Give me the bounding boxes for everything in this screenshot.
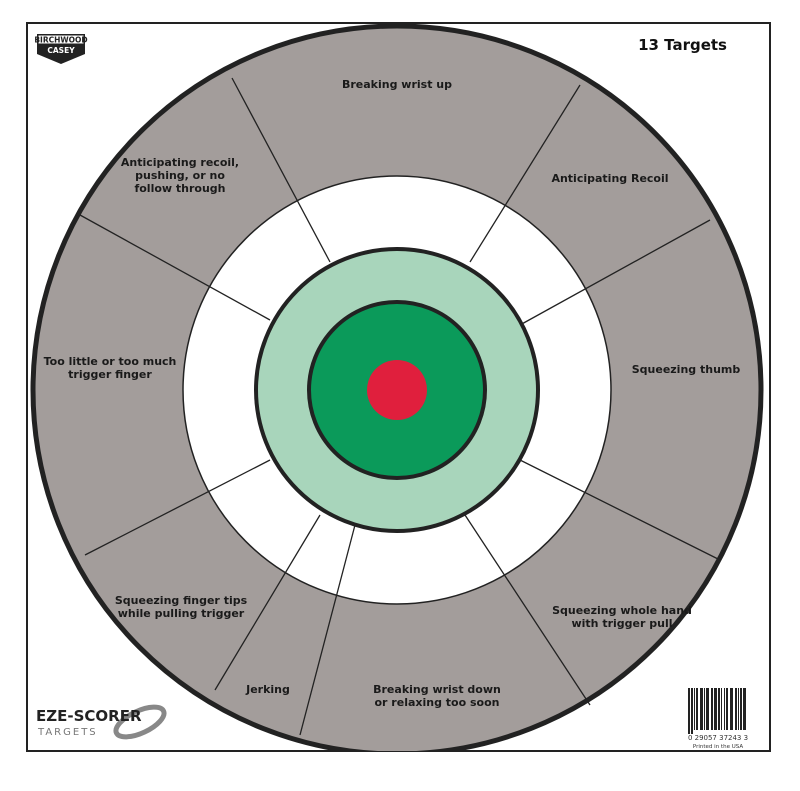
segment-label: Anticipating Recoil	[551, 172, 668, 185]
segment-label: Breaking wrist up	[342, 78, 452, 91]
segment-divider	[519, 219, 711, 326]
barcode-bar	[694, 688, 695, 730]
barcode-bar	[724, 688, 725, 730]
barcode-bar	[704, 688, 705, 730]
barcode-bar	[688, 688, 690, 734]
printed-in-usa: Printed in the USA	[693, 744, 743, 750]
barcode-bar	[743, 688, 746, 730]
segment-label: Jerking	[245, 683, 290, 696]
barcode-bar	[718, 688, 720, 730]
svg-text:BIRCHWOOD: BIRCHWOOD	[34, 36, 87, 45]
segment-divider	[469, 84, 581, 263]
svg-text:EZE-SCORER: EZE-SCORER	[36, 707, 142, 725]
barcode-bar	[735, 688, 737, 730]
barcode	[688, 688, 746, 734]
barcode-bar	[706, 688, 709, 730]
segment-dividers	[79, 77, 721, 736]
barcode-bar	[691, 688, 693, 734]
bullseye	[367, 360, 427, 420]
segment-divider	[79, 214, 271, 321]
barcode-bar	[714, 688, 717, 730]
segment-divider	[299, 524, 356, 736]
svg-text:TARGETS: TARGETS	[37, 727, 98, 738]
barcode-bar	[700, 688, 703, 730]
birchwood-casey-logo: BIRCHWOOD CASEY	[34, 34, 88, 64]
barcode-bar	[726, 688, 728, 730]
segment-divider	[231, 77, 331, 263]
segment-divider	[519, 459, 721, 561]
segment-divider	[464, 514, 591, 706]
barcode-bar	[721, 688, 722, 730]
segment-divider	[214, 514, 321, 691]
barcode-bar	[738, 688, 739, 730]
barcode-bar	[740, 688, 742, 730]
barcode-bar	[696, 688, 698, 730]
segment-label: Squeezing thumb	[632, 363, 741, 376]
eze-scorer-logo: EZE-SCORER TARGETS	[36, 704, 167, 740]
barcode-bar	[711, 688, 713, 730]
svg-text:CASEY: CASEY	[47, 46, 75, 55]
target-count: 13 Targets	[638, 36, 727, 54]
segment-divider	[84, 459, 271, 556]
barcode-number: 0 29057 37243 3	[688, 734, 748, 742]
barcode-bar	[730, 688, 733, 730]
